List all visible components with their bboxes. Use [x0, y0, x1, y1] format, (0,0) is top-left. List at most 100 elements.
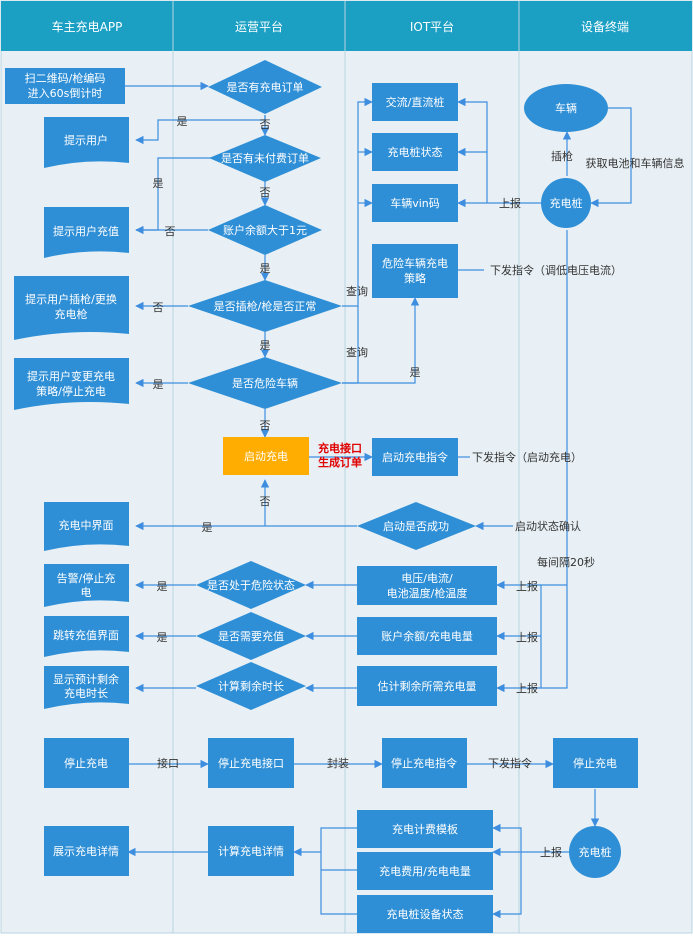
- node-charging-ui: 充电中界面: [44, 502, 129, 551]
- node-start-cmd-text: 启动充电指令: [382, 450, 448, 464]
- label-gen-order-line2: 生成订单: [318, 455, 362, 469]
- decision-balance-text: 账户余额大于1元: [223, 223, 307, 237]
- node-prompt-plug-line1: 提示用户插枪/更换: [25, 292, 117, 306]
- node-scan-line2: 进入60s倒计时: [28, 87, 103, 100]
- node-alarm-stop-line1: 告警/停止充: [57, 571, 116, 585]
- node-scan-line1: 扫二维码/枪编码: [25, 71, 106, 85]
- label-start-confirm: 启动状态确认: [515, 519, 581, 533]
- label-balance-yes: 是: [260, 262, 271, 275]
- label-every20: 每间隔20秒: [537, 555, 595, 569]
- node-billing-template: 充电计费模板: [357, 810, 493, 848]
- node-stop-charge-dev-text: 停止充电: [573, 756, 617, 770]
- decision-calc-remaining: 计算剩余时长: [196, 662, 306, 710]
- decision-start-success: 启动是否成功: [357, 502, 476, 550]
- label-danger-state-yes: 是: [157, 580, 168, 593]
- node-fee-power-text: 充电费用/充电电量: [379, 864, 471, 878]
- node-voltage: 电压/电流/ 电池温度/枪温度: [357, 566, 497, 605]
- node-pile-top-text: 充电桩: [550, 196, 583, 210]
- node-prompt-change: 提示用户变更充电 策略/停止充电: [14, 358, 129, 410]
- decision-balance: 账户余额大于1元: [208, 205, 322, 255]
- node-prompt-plug-line2: 充电枪: [55, 307, 88, 321]
- edge-detail-bracket: [320, 827, 357, 915]
- label-query-1: 查询: [346, 284, 368, 298]
- node-stop-interface: 停止充电接口: [208, 738, 294, 788]
- label-report-bottom: 上报: [540, 845, 562, 859]
- node-calc-detail: 计算充电详情: [208, 826, 294, 876]
- node-scan: 扫二维码/枪编码 进入60s倒计时: [5, 68, 125, 104]
- node-vin: 车辆vin码: [372, 184, 458, 222]
- decision-order: 是否有充电订单: [208, 60, 322, 114]
- label-package: 封装: [327, 756, 349, 770]
- node-start-cmd: 启动充电指令: [372, 438, 458, 476]
- node-show-detail-text: 展示充电详情: [53, 844, 119, 858]
- decision-calc-remaining-text: 计算剩余时长: [218, 679, 284, 693]
- edge-report-acdc: [457, 97, 488, 203]
- edge-danger-yes: [342, 297, 420, 384]
- label-danger-yes: 是: [410, 366, 421, 379]
- edge-vehicle-info: [590, 107, 632, 208]
- node-danger-strategy-line1: 危险车辆充电: [382, 256, 448, 270]
- node-show-remaining: 显示预计剩余 充电时长: [44, 666, 129, 709]
- node-ac-dc-text: 交流/直流桩: [386, 95, 445, 109]
- decision-order-text: 是否有充电订单: [227, 80, 304, 94]
- node-prompt-change-line1: 提示用户变更充电: [27, 369, 115, 383]
- node-fee-power: 充电费用/充电电量: [357, 852, 493, 890]
- decision-need-recharge: 是否需要充值: [196, 612, 306, 660]
- label-order-no: 否: [260, 118, 271, 131]
- label-query-2: 查询: [346, 345, 368, 359]
- edge-report-join: [540, 584, 567, 688]
- node-ac-dc: 交流/直流桩: [372, 83, 458, 121]
- node-stop-charge-dev: 停止充电: [553, 738, 638, 788]
- node-pile-bottom-text: 充电桩: [579, 845, 612, 859]
- node-prompt-recharge-text: 提示用户充值: [53, 224, 119, 238]
- label-danger-no: 否: [260, 419, 271, 432]
- label-plug-yes: 是: [260, 339, 271, 352]
- label-gen-order-line1: 充电接口: [318, 441, 362, 455]
- label-unpaid-no: 否: [260, 186, 271, 199]
- label-plug: 插枪: [551, 149, 573, 163]
- node-voltage-line1: 电压/电流/: [401, 571, 453, 585]
- label-report-2: 上报: [516, 630, 538, 644]
- node-jump-recharge: 跳转充值界面: [44, 616, 129, 657]
- node-pile-top: 充电桩: [541, 178, 591, 228]
- node-stop-charge-app: 停止充电: [44, 738, 129, 788]
- node-stop-cmd-text: 停止充电指令: [391, 756, 457, 770]
- node-calc-detail-text: 计算充电详情: [218, 844, 284, 858]
- node-pile-status-text: 充电桩状态: [388, 145, 443, 159]
- edge-query-acdc: [342, 97, 373, 307]
- node-vin-text: 车辆vin码: [390, 196, 440, 210]
- node-prompt-user-text: 提示用户: [64, 133, 108, 147]
- decision-need-recharge-text: 是否需要充值: [218, 629, 284, 643]
- node-pile-device-status: 充电桩设备状态: [357, 895, 493, 933]
- node-vehicle-text: 车辆: [555, 101, 577, 115]
- decision-danger-text: 是否危险车辆: [232, 376, 298, 390]
- lane-title-app: 车主充电APP: [52, 19, 123, 34]
- decision-unpaid: 是否有未付费订单: [209, 135, 321, 182]
- node-balance-power-text: 账户余额/充电电量: [381, 629, 473, 643]
- decision-unpaid-text: 是否有未付费订单: [221, 151, 309, 165]
- decision-plug: 是否插枪/枪是否正常: [188, 280, 342, 332]
- decision-start-success-text: 启动是否成功: [383, 520, 449, 533]
- lane-title-platform: 运营平台: [235, 19, 283, 34]
- node-prompt-change-line2: 策略/停止充电: [36, 384, 106, 398]
- node-prompt-user: 提示用户: [44, 117, 129, 168]
- label-unpaid-yes: 是: [153, 177, 164, 190]
- node-vehicle: 车辆: [524, 84, 608, 132]
- label-report-top: 上报: [499, 196, 521, 210]
- label-success-no: 否: [260, 495, 271, 508]
- label-success-yes: 是: [202, 521, 213, 534]
- node-alarm-stop-line2: 电: [81, 586, 92, 599]
- decision-danger-state: 是否处于危险状态: [196, 561, 306, 609]
- node-start-charge: 启动充电: [223, 437, 309, 475]
- edge-order-yes: [135, 115, 266, 145]
- label-cmd-reduce: 下发指令（调低电压电流）: [490, 263, 622, 277]
- node-show-remaining-line1: 显示预计剩余: [53, 672, 119, 686]
- node-charging-ui-text: 充电中界面: [59, 518, 114, 532]
- node-stop-charge-app-text: 停止充电: [64, 756, 108, 770]
- label-cmd-start: 下发指令（启动充电）: [472, 450, 582, 464]
- node-balance-power: 账户余额/充电电量: [357, 617, 497, 655]
- edge-report-device: [492, 852, 522, 919]
- node-pile-bottom: 充电桩: [569, 826, 621, 878]
- node-pile-device-status-text: 充电桩设备状态: [387, 907, 464, 921]
